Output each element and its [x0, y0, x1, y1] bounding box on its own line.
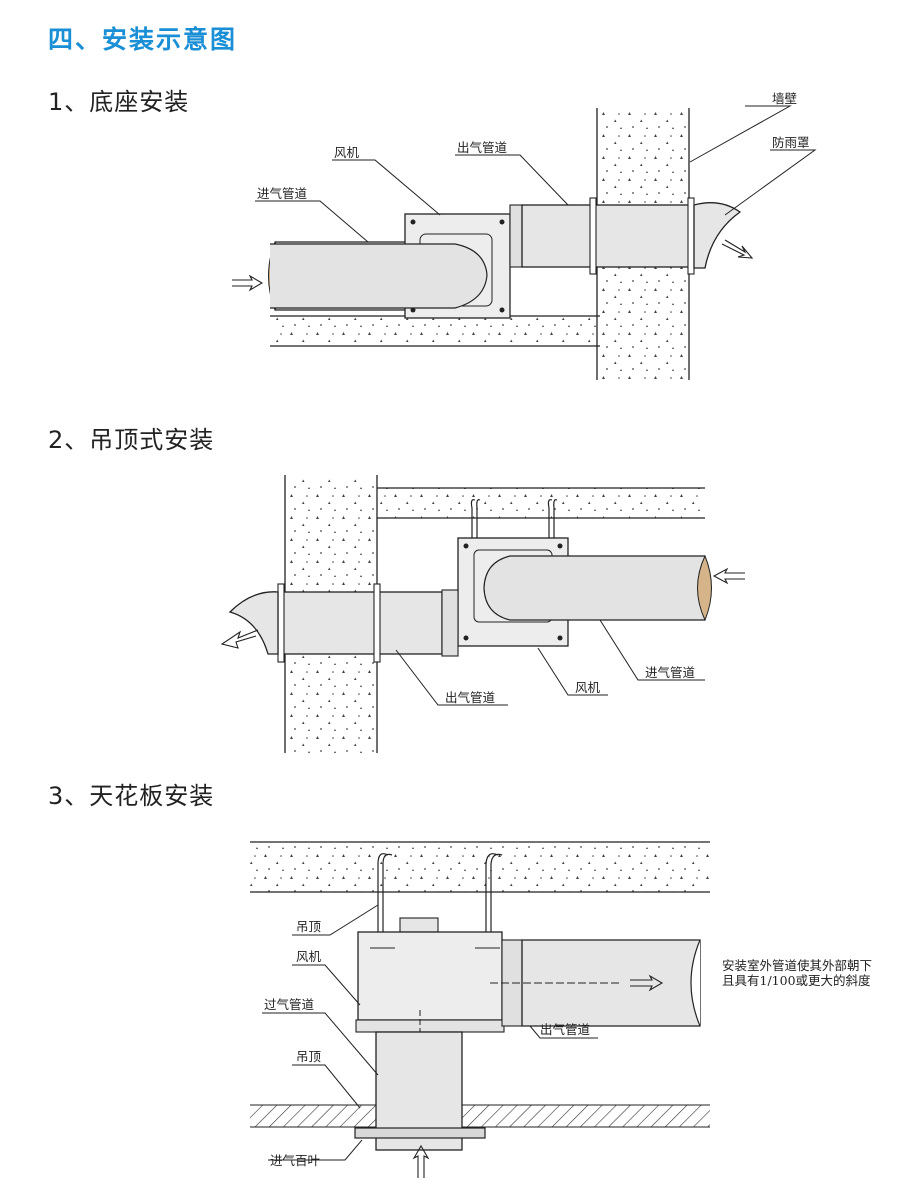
airflow-arrow-in: [712, 567, 745, 585]
page-heading: 四、安装示意图: [48, 25, 238, 54]
section-1-title: 1、底座安装: [48, 88, 190, 116]
label-ceiling-top: 吊顶: [296, 919, 322, 934]
label-inlet-duct: 进气管道: [257, 186, 308, 201]
inlet-louver: [354, 1127, 486, 1139]
label-inlet-louver: 进气百叶: [270, 1153, 321, 1168]
airflow-arrow-in: [232, 274, 264, 292]
hanger-rods: [470, 499, 558, 548]
fan-unit: [270, 213, 511, 319]
label-outlet-duct: 出气管道: [540, 1022, 591, 1037]
rain-cover: [228, 591, 279, 655]
inlet-duct-end: [697, 554, 712, 622]
label-fan: 风机: [575, 680, 601, 695]
airflow-arrow-out: [630, 974, 664, 992]
section-2-title: 2、吊顶式安装: [48, 426, 215, 454]
ceiling-install-diagram: 吊顶 风机 过气管道 吊顶 进气百叶 出气管道: [250, 841, 710, 1178]
ceiling-slab: [377, 487, 705, 519]
airflow-arrow-up: [412, 1144, 430, 1178]
suspended-install-diagram: 出气管道 风机 进气管道: [220, 475, 745, 753]
label-inlet-duct: 进气管道: [645, 665, 696, 680]
label-pass-duct: 过气管道: [264, 997, 315, 1012]
outlet-duct: [277, 583, 459, 663]
label-rain-cover: 防雨罩: [772, 135, 810, 150]
rain-cover: [693, 202, 742, 269]
slope-note: 安装室外管道使其外部朝下且具有1/100或更大的斜度: [722, 958, 873, 988]
label-outlet-duct: 出气管道: [457, 140, 508, 155]
fan-unit: [457, 537, 705, 647]
label-fan: 风机: [334, 145, 360, 160]
airflow-arrow-out: [721, 239, 754, 259]
label-wall: 墙壁: [772, 91, 797, 106]
fan-unit: [355, 917, 505, 1045]
label-outlet-duct: 出气管道: [445, 690, 496, 705]
outlet-duct: [509, 197, 695, 275]
floor-slab: [270, 315, 600, 347]
section-3-title: 3、天花板安装: [48, 782, 215, 810]
label-fan: 风机: [296, 949, 322, 964]
ceiling-slab: [250, 841, 710, 893]
hanger-rods: [377, 853, 503, 948]
airflow-arrow-out: [220, 629, 259, 649]
ceiling-board: [250, 1104, 710, 1128]
outlet-duct: [490, 939, 701, 1027]
base-install-diagram: 墙壁 防雨罩 出气管道 风机 进气管道: [232, 91, 817, 380]
label-ceiling-bottom: 吊顶: [296, 1049, 322, 1064]
